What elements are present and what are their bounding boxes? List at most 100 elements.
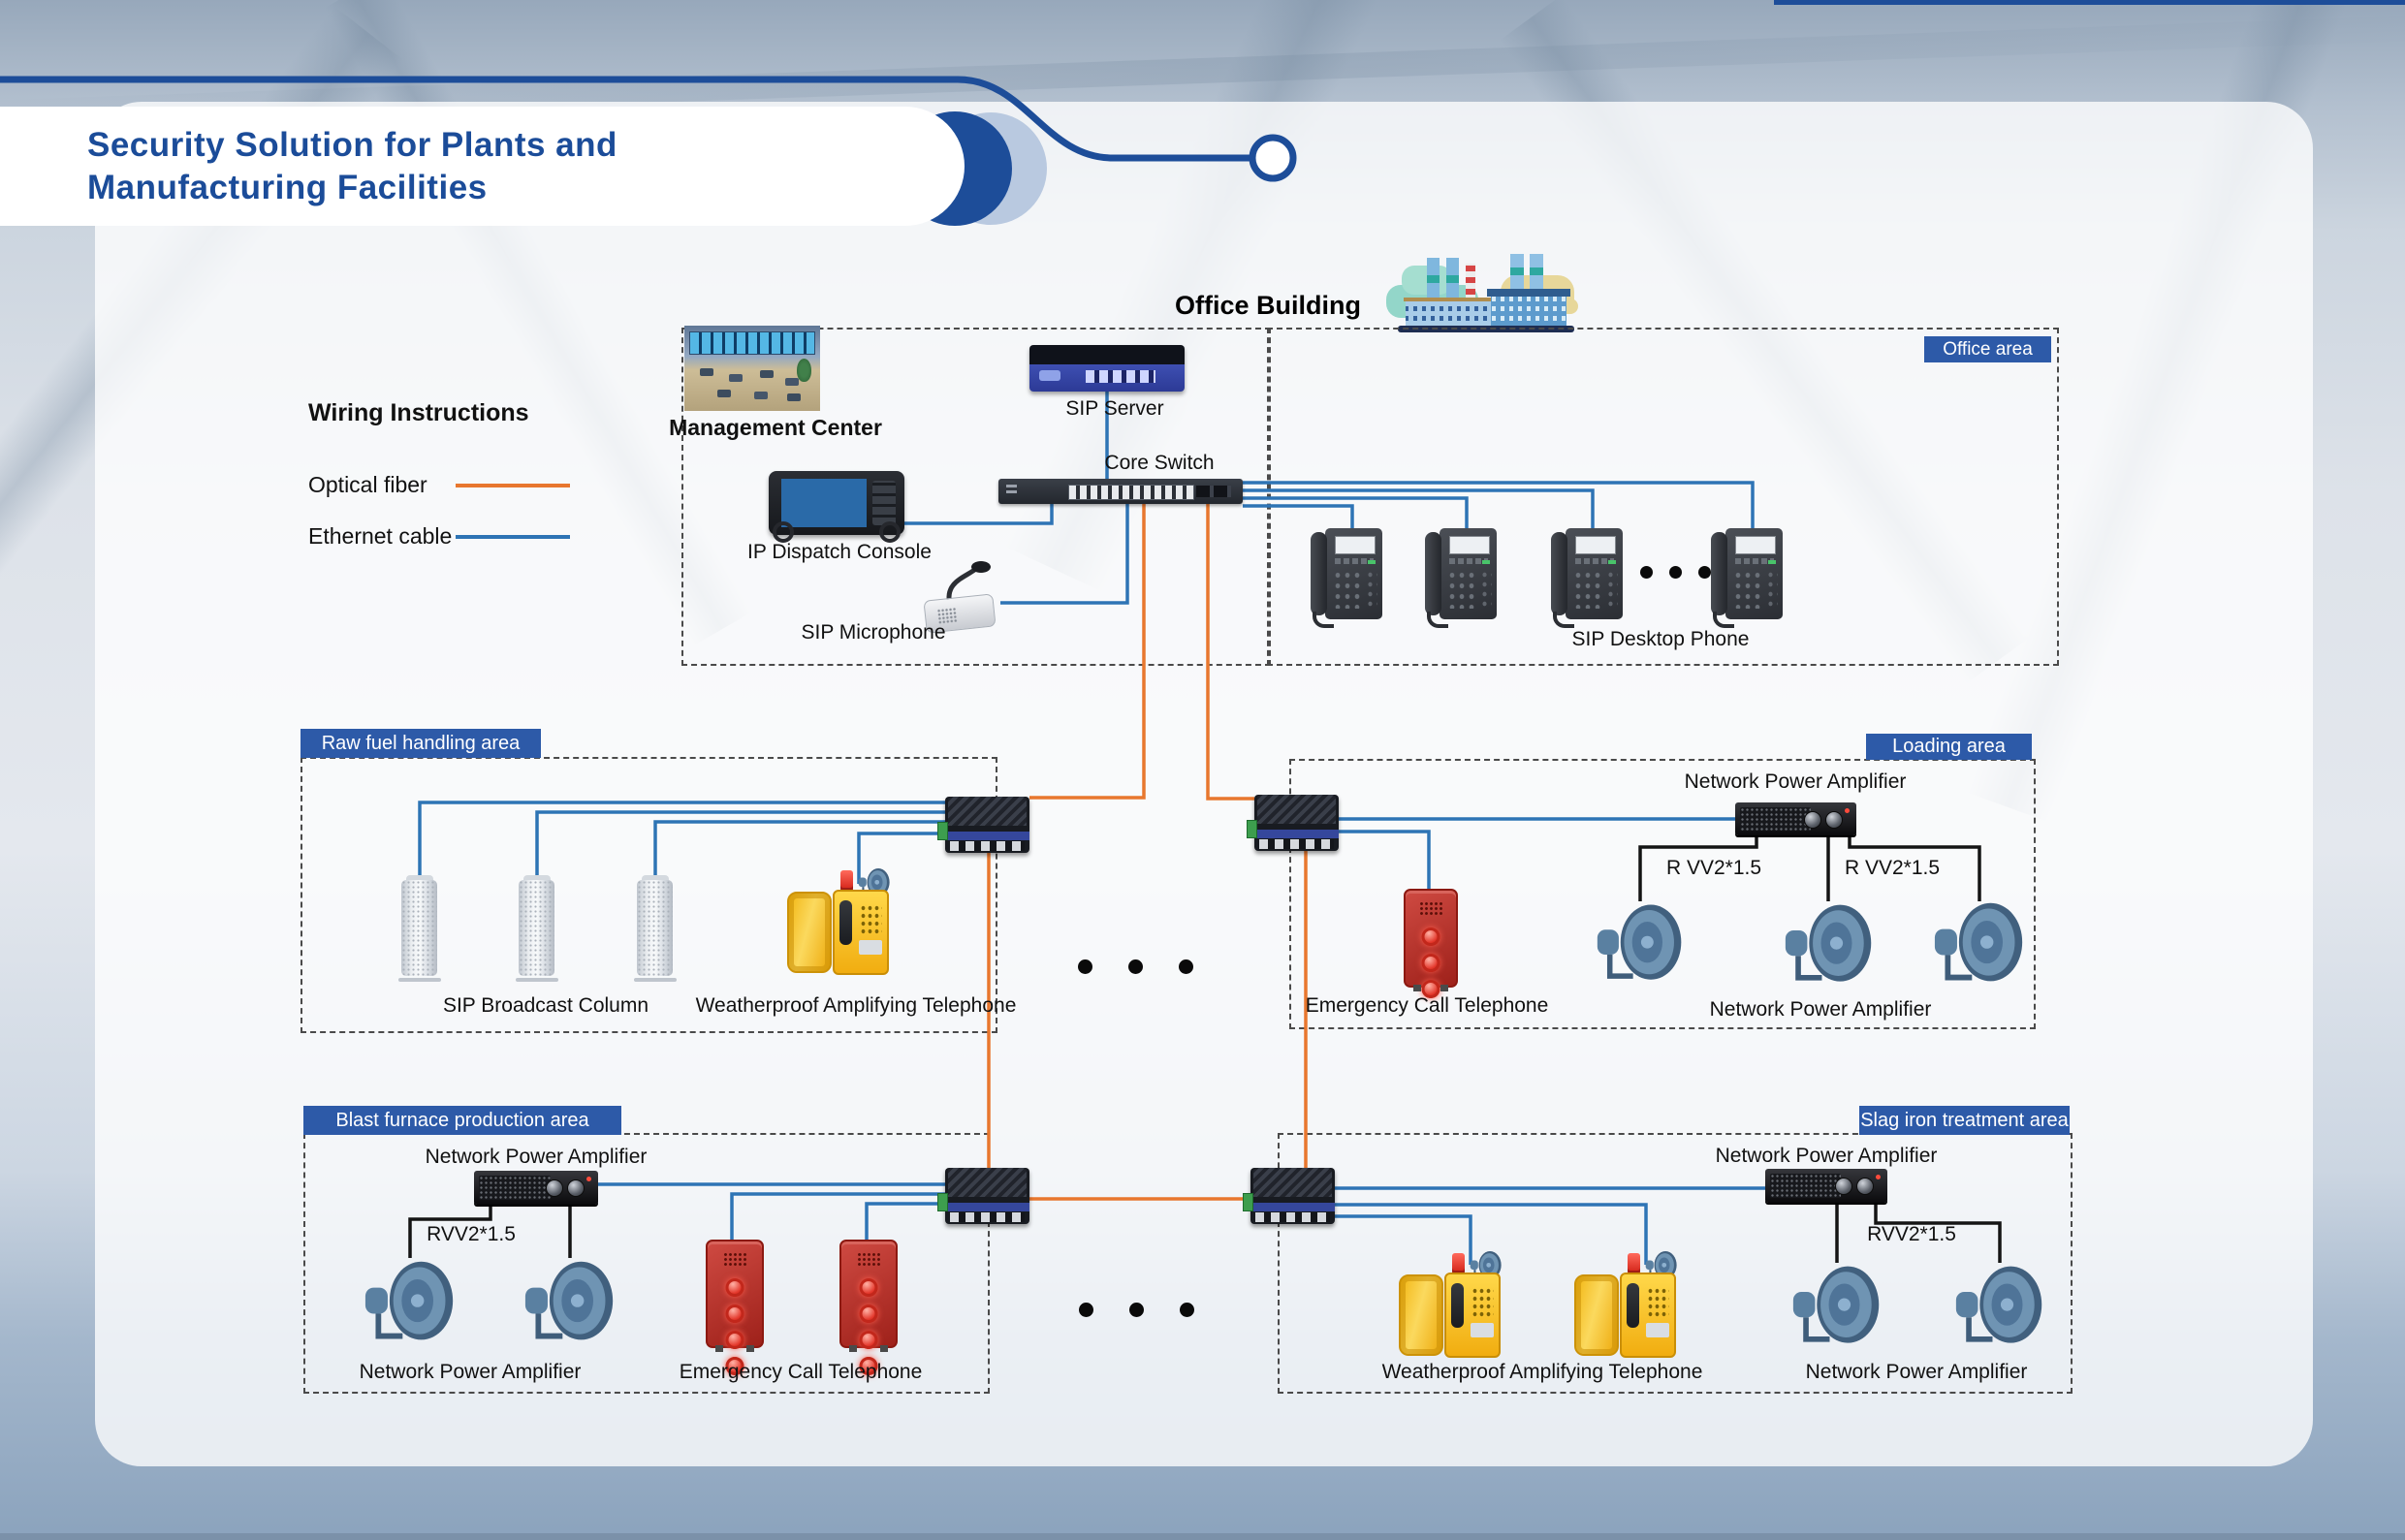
bottom-accent-line <box>0 1533 2405 1540</box>
column-cap <box>406 875 433 882</box>
telephone-handset <box>1627 1283 1639 1328</box>
sip-broadcast-column-device <box>396 875 443 982</box>
core-switch-device <box>998 479 1243 504</box>
switch-stripe <box>1250 1203 1335 1211</box>
phone-handset <box>1551 532 1567 615</box>
phone-led <box>1608 560 1616 564</box>
phone-cord <box>1313 612 1334 628</box>
amplifier-led <box>1876 1175 1881 1179</box>
sip-server-label: SIP Server <box>1065 397 1164 420</box>
phone-cord <box>1427 612 1448 628</box>
emergency-call-telephone-device <box>839 1240 898 1375</box>
ip-dispatch-console-device <box>769 471 904 543</box>
loading-area-box <box>1289 759 2036 1029</box>
switch-connector <box>1243 1193 1253 1211</box>
core-switch-label: Core Switch <box>1104 452 1215 474</box>
emergency-call-telephone-label: Emergency Call Telephone <box>1305 994 1549 1017</box>
sip-broadcast-column-label: SIP Broadcast Column <box>442 994 649 1017</box>
amplifier-knob <box>1835 1178 1852 1195</box>
blast-area-box <box>303 1133 990 1394</box>
plant <box>797 359 811 382</box>
console-screen <box>781 479 867 527</box>
amplifier-knob <box>1856 1178 1874 1195</box>
management-center-label: Management Center <box>669 415 882 440</box>
amplifier-grille <box>1740 807 1811 831</box>
ellipsis-dots <box>1079 1303 1230 1317</box>
phone-handset <box>1711 532 1727 615</box>
enclosure-door <box>1574 1274 1619 1356</box>
ellipsis-dots <box>1078 959 1229 974</box>
column-foot <box>516 978 558 982</box>
amplifier-knob <box>1804 811 1821 829</box>
switch-ports <box>1259 839 1334 849</box>
switch-connector <box>937 822 948 840</box>
phone-cord <box>1553 612 1574 628</box>
network-power-amplifier-device <box>1735 802 1856 835</box>
phone-foot <box>880 1345 888 1352</box>
legend-heading: Wiring Instructions <box>308 399 529 426</box>
horn-speaker-device <box>1791 1261 1883 1352</box>
phone-led <box>1768 560 1776 564</box>
page-title-line2: Manufacturing Facilities <box>87 169 488 206</box>
telephone-box <box>1620 1273 1676 1358</box>
alarm-beacon <box>1628 1253 1640 1274</box>
sip-desktop-phone-device <box>1311 528 1382 628</box>
phone-keypad <box>1733 570 1762 609</box>
sip-microphone-label: SIP Microphone <box>801 621 946 644</box>
legend-optical-label: Optical fiber <box>308 472 427 497</box>
phone-cord <box>1713 612 1734 628</box>
switch-ports <box>1255 1212 1330 1222</box>
phone-grille <box>723 1252 746 1268</box>
tag-raw-fuel-area: Raw fuel handling area <box>301 729 541 758</box>
phone-buttons <box>725 1278 744 1375</box>
telephone-plate <box>1646 1323 1669 1337</box>
enclosure-door <box>787 892 832 973</box>
amplifier-knob <box>1825 811 1843 829</box>
switch-ports <box>950 841 1025 851</box>
phone-foot <box>1413 985 1421 991</box>
phone-screen <box>1575 536 1616 554</box>
telephone-box <box>833 890 889 975</box>
column-body <box>401 880 437 976</box>
industrial-switch-device <box>1247 795 1339 851</box>
industrial-switch-device <box>937 1168 1029 1224</box>
switch-heatsink <box>1257 795 1336 824</box>
amplifier-led <box>586 1177 591 1181</box>
horn-speaker-device <box>1954 1261 2045 1352</box>
office-building-label: Office Building <box>1175 291 1361 320</box>
alarm-beacon <box>840 870 853 892</box>
phone-grille <box>857 1252 880 1268</box>
amplifier-led <box>1845 808 1850 813</box>
switch-heatsink <box>948 1168 1027 1197</box>
phone-side-keys <box>1766 570 1778 609</box>
ethernet-cable-line-sample <box>456 535 570 539</box>
sip-desktop-phone-device <box>1551 528 1623 628</box>
legend-ethernet-label: Ethernet cable <box>308 523 453 549</box>
telephone-box <box>1444 1273 1501 1358</box>
switch-leds <box>1006 485 1017 487</box>
ellipsis-dots <box>1640 566 1727 579</box>
tag-blast-area: Blast furnace production area <box>303 1106 621 1135</box>
slag-area-box <box>1278 1133 2073 1394</box>
switch-heatsink <box>1253 1168 1332 1197</box>
sip-desktop-phone-device <box>1425 528 1497 628</box>
switch-stripe <box>945 832 1029 840</box>
network-power-amplifier-label: Network Power Amplifier <box>1684 770 1907 793</box>
weatherproof-telephone-device <box>1574 1253 1675 1358</box>
phone-keypad <box>1333 570 1362 609</box>
industrial-switch-device <box>1243 1168 1335 1224</box>
tag-loading-area: Loading area <box>1866 734 2032 760</box>
sip-desktop-phone-device <box>1711 528 1783 628</box>
raw-fuel-area-box <box>301 757 997 1033</box>
switch-heatsink <box>948 797 1027 826</box>
server-ports <box>1086 370 1155 383</box>
emergency-call-telephone-device <box>706 1240 764 1375</box>
tag-slag-area: Slag iron treatment area <box>1859 1106 2070 1135</box>
telephone-keypad <box>860 904 882 935</box>
office-area-box <box>1267 328 2059 666</box>
switch-ports <box>1068 485 1194 500</box>
emergency-call-telephone-device <box>1404 889 1458 998</box>
horn-speaker-device <box>1784 899 1875 990</box>
switch-sfp-ports <box>1196 486 1231 497</box>
